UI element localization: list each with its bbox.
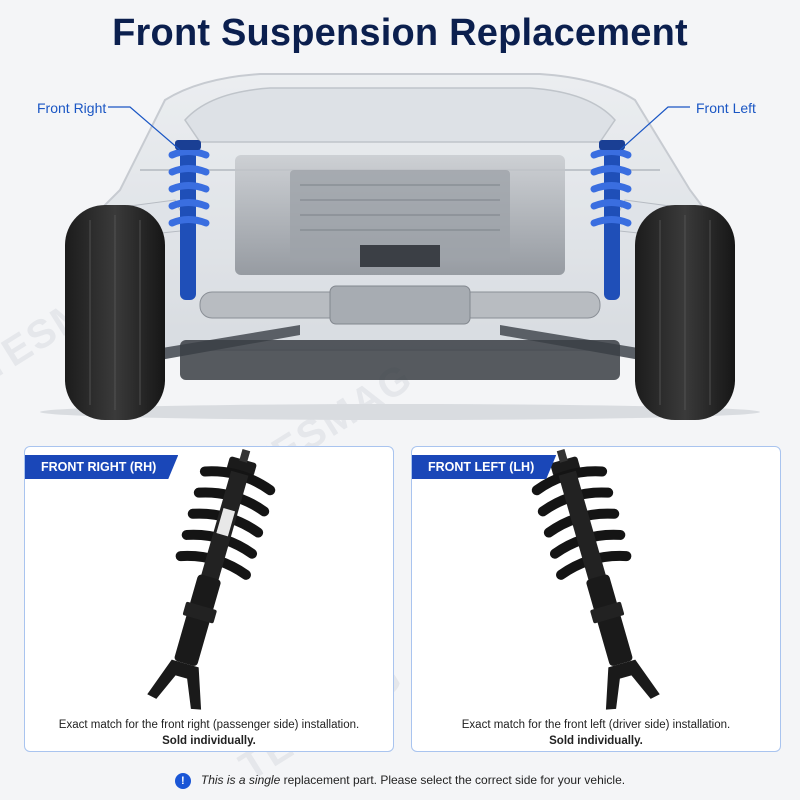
note-emphasis: single [248, 773, 281, 787]
panel-description-lh: Exact match for the front left (driver s… [412, 717, 780, 749]
callout-front-right: Front Right [37, 100, 107, 116]
info-icon: ! [174, 772, 191, 789]
panel-front-left: FRONT LEFT (LH) Exact match for the fron… [411, 446, 781, 752]
callout-front-left: Front Left [696, 100, 756, 116]
strut-assembly-image [147, 449, 276, 710]
car-illustration [0, 60, 800, 420]
panel-tag-lh: FRONT LEFT (LH) [412, 455, 556, 479]
note-prefix: This is a [200, 773, 249, 787]
strut-right-highlight [168, 140, 210, 300]
panel-tag-rh: FRONT RIGHT (RH) [25, 455, 178, 479]
description-text: Exact match for the front right (passeng… [58, 719, 360, 731]
sold-individually-label: Sold individually. [549, 735, 643, 747]
note-suffix: replacement part. Please select the corr… [280, 773, 626, 787]
page-title: Front Suspension Replacement [112, 12, 688, 54]
panel-description-rh: Exact match for the front right (passeng… [25, 717, 393, 749]
panel-front-right: FRONT RIGHT (RH) Exact match for the fro… [24, 446, 394, 752]
sold-individually-label: Sold individually. [162, 735, 256, 747]
strut-assembly-image [531, 449, 660, 710]
selection-note: ! This is a single replacement part. Plea… [0, 770, 800, 790]
strut-left-highlight [590, 140, 632, 300]
description-text: Exact match for the front left (driver s… [461, 719, 731, 731]
